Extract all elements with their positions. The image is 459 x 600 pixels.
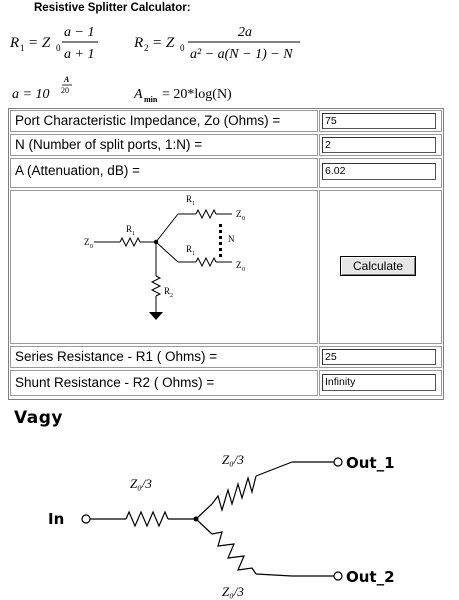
- circuit-out1-label: Out_1: [346, 454, 395, 472]
- series-resistor-label: Z₀/3: [130, 476, 152, 491]
- r1-z-sub: 0: [56, 43, 61, 53]
- a-definition: a = 10 A 20: [12, 75, 72, 102]
- a-exp-numerator: A: [63, 75, 70, 84]
- schematic-z0-out1-sub: 0: [242, 216, 245, 222]
- attenuation-input[interactable]: 6.02: [322, 163, 436, 180]
- amin-rhs: = 20*log(N): [162, 87, 232, 102]
- r1-result-label-cell: Series Resistance - R1 ( Ohms) =: [10, 346, 318, 368]
- r2-result-label-cell: Shunt Resistance - R2 ( Ohms) =: [10, 370, 318, 396]
- r1-formula: R 1 = Z 0 a − 1 a + 1: [9, 25, 98, 62]
- impedance-input[interactable]: 75: [322, 113, 436, 129]
- r2-result-field[interactable]: Infinity: [322, 374, 436, 391]
- calculator-title: Resistive Splitter Calculator:: [34, 2, 191, 14]
- ports-label: N (Number of split ports, 1:N) =: [15, 137, 203, 152]
- schematic-r1-bottom: R: [186, 244, 192, 254]
- a-exp-denominator: 20: [61, 86, 69, 95]
- schematic-n-label: N: [228, 234, 235, 244]
- schematic-z0-in-sub: 0: [90, 244, 93, 250]
- schematic-r1-series: R: [126, 224, 132, 234]
- amin-lhs: A: [133, 87, 143, 102]
- r2-result-label: Shunt Resistance - R2 ( Ohms) =: [15, 375, 215, 390]
- schematic-r2: R: [164, 286, 170, 296]
- attenuation-label-cell: A (Attenuation, dB) =: [10, 158, 318, 188]
- circuit-out2-label: Out_2: [346, 568, 395, 586]
- r2-z-sub: 0: [180, 43, 185, 53]
- amin-formula: A min = 20*log(N): [133, 87, 232, 104]
- r1-numerator: a − 1: [64, 25, 94, 40]
- r1-result-field[interactable]: 25: [322, 349, 436, 365]
- schematic-z0-out2-sub: 0: [242, 267, 245, 273]
- bottom-resistor-label: Z₀/3: [222, 584, 244, 599]
- a-def: a = 10: [12, 87, 49, 102]
- ports-input[interactable]: 2: [322, 137, 436, 153]
- impedance-label: Port Characteristic Impedance, Zo (Ohms)…: [15, 113, 281, 128]
- attenuation-label: A (Attenuation, dB) =: [15, 163, 140, 178]
- r1-result-label: Series Resistance - R1 ( Ohms) =: [15, 349, 218, 364]
- schematic-z0-in: Z: [84, 237, 90, 247]
- schematic-cell: [10, 190, 318, 344]
- r1-lhs-sub: 1: [20, 43, 25, 53]
- r1-eq: = Z: [28, 35, 51, 51]
- schematic-r1-top: R: [186, 194, 192, 204]
- r1-denominator: a + 1: [64, 47, 94, 62]
- calculate-button[interactable]: Calculate: [340, 256, 416, 276]
- r2-denominator: a² − a(N − 1) − N: [190, 47, 293, 62]
- schematic-r1-series-sub: 1: [132, 231, 135, 237]
- schematic-z0-out2: Z: [236, 260, 242, 270]
- splitter-schematic: Z 0 R 1 R 1 R 1 R 2 Z 0 Z 0 N: [84, 194, 245, 320]
- r2-lhs-sub: 2: [144, 43, 149, 53]
- amin-sub: min: [144, 95, 158, 104]
- r2-numerator: 2a: [238, 25, 252, 40]
- alternative-circuit: In Out_1 Out_2 Z₀/3 Z₀/3 Z₀/3: [48, 452, 395, 599]
- schematic-z0-out1: Z: [236, 209, 242, 219]
- top-resistor-label: Z₀/3: [222, 452, 244, 467]
- r2-lhs: R: [133, 35, 143, 51]
- r2-eq: = Z: [152, 35, 175, 51]
- schematic-r1-top-sub: 1: [192, 201, 195, 207]
- circuit-in-label: In: [48, 510, 64, 528]
- schematic-r2-sub: 2: [170, 293, 173, 299]
- vagy-heading: Vagy: [14, 408, 63, 428]
- r2-formula: R 2 = Z 0 2a a² − a(N − 1) − N: [133, 25, 300, 62]
- impedance-label-cell: Port Characteristic Impedance, Zo (Ohms)…: [10, 110, 318, 132]
- r1-lhs: R: [9, 35, 19, 51]
- formula-block: R 1 = Z 0 a − 1 a + 1 R 2 = Z 0 2a a² − …: [9, 25, 300, 104]
- ports-label-cell: N (Number of split ports, 1:N) =: [10, 134, 318, 156]
- schematic-r1-bottom-sub: 1: [192, 251, 195, 257]
